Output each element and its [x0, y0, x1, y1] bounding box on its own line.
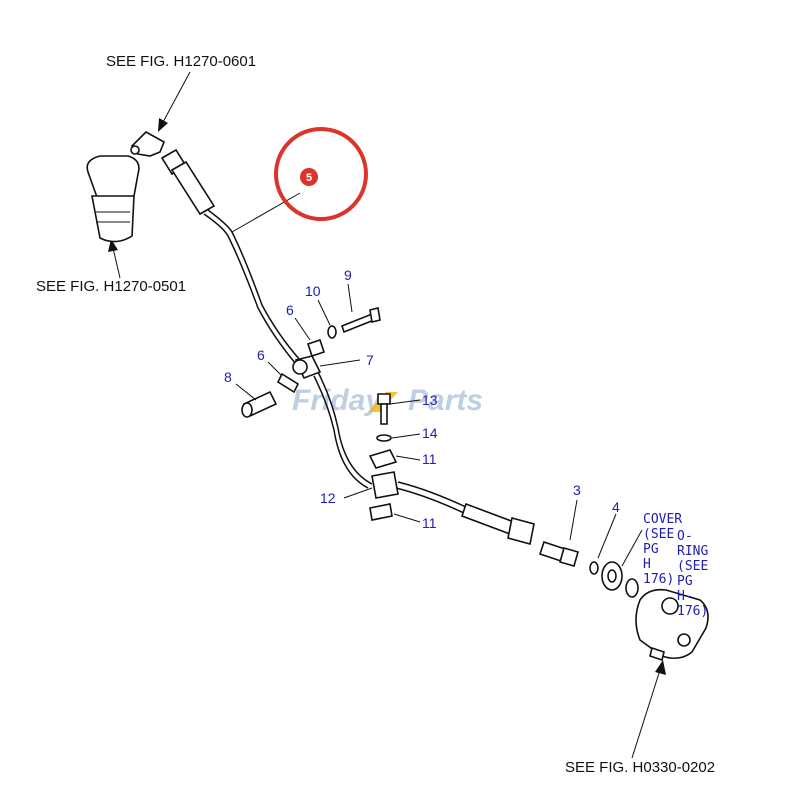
- o-ring-note: O- RING (SEE PG H- 176): [677, 529, 716, 619]
- callout-9: 9: [344, 267, 352, 283]
- reference-label-bottom: SEE FIG. H0330-0202: [565, 759, 715, 776]
- highlight-circle: [274, 127, 368, 221]
- callout-12: 12: [320, 490, 336, 506]
- top-connector: [130, 131, 166, 157]
- nut-6-upper: [294, 317, 326, 358]
- reference-label-top: SEE FIG. H1270-0601: [106, 53, 256, 70]
- callout-11-upper: 11: [422, 451, 437, 467]
- watermark: Friday Parts: [292, 384, 483, 417]
- hose-assembly: [160, 148, 535, 545]
- watermark-left: Friday: [292, 384, 383, 417]
- reference-arrows: [108, 71, 666, 759]
- callout-6-lower: 6: [257, 347, 265, 363]
- callout-11-lower: 11: [422, 515, 437, 531]
- bolt-13: [377, 393, 421, 425]
- callout-4: 4: [612, 499, 620, 515]
- cover-note: COVER (SEE PG H 176): [643, 512, 690, 587]
- callout-13: 13: [422, 392, 438, 408]
- bolt-9: [341, 283, 381, 334]
- clamp-12: [343, 471, 399, 499]
- housing-assembly: [635, 588, 709, 662]
- callout-7: 7: [366, 352, 374, 368]
- cover-o-ring: [625, 578, 639, 598]
- watermark-right: Parts: [408, 384, 483, 417]
- callout-5: 5: [306, 172, 312, 184]
- nut-6-lower: [267, 361, 300, 394]
- filter-assembly: [86, 155, 140, 243]
- washer-10: [317, 299, 337, 339]
- callout-6-upper: 6: [286, 302, 294, 318]
- clamp-half-11-lower: [369, 503, 421, 523]
- spacer-8: [235, 383, 278, 418]
- o-ring-4: [589, 513, 617, 575]
- callout-3: 3: [573, 482, 581, 498]
- highlight-marker: 5: [274, 127, 368, 221]
- clamp-7: [292, 355, 361, 380]
- clamp-half-11-upper: [368, 449, 421, 469]
- callout-5-badge: [300, 168, 318, 186]
- callout-10: 10: [305, 283, 321, 299]
- callout-8: 8: [224, 369, 232, 385]
- reference-label-left: SEE FIG. H1270-0501: [36, 278, 186, 295]
- fitting-3: [538, 499, 579, 567]
- cover-plate: [601, 529, 643, 591]
- callout-numbers: 3 4 6 6 7 8 9 10 11 11 12 13 14: [224, 267, 620, 531]
- washer-14: [376, 433, 421, 442]
- callout-14: 14: [422, 425, 438, 441]
